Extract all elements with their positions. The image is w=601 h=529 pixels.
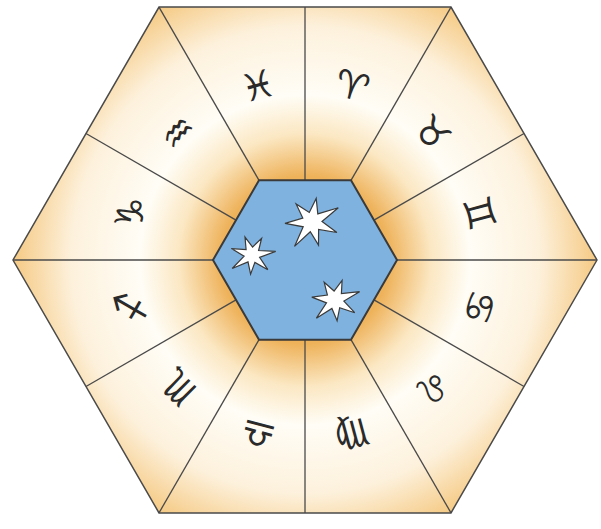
segment-divider <box>397 259 597 260</box>
segment-divider <box>304 340 305 513</box>
star <box>285 198 338 246</box>
star <box>312 281 360 321</box>
star <box>231 237 275 274</box>
segment-divider <box>374 300 524 387</box>
segment-divider <box>374 134 524 221</box>
center-hexagon <box>213 180 397 339</box>
segment-divider <box>86 300 236 387</box>
segment-divider <box>86 134 236 221</box>
segment-divider <box>13 259 213 260</box>
outer-hexagon <box>13 7 597 513</box>
segment-divider <box>304 7 305 180</box>
